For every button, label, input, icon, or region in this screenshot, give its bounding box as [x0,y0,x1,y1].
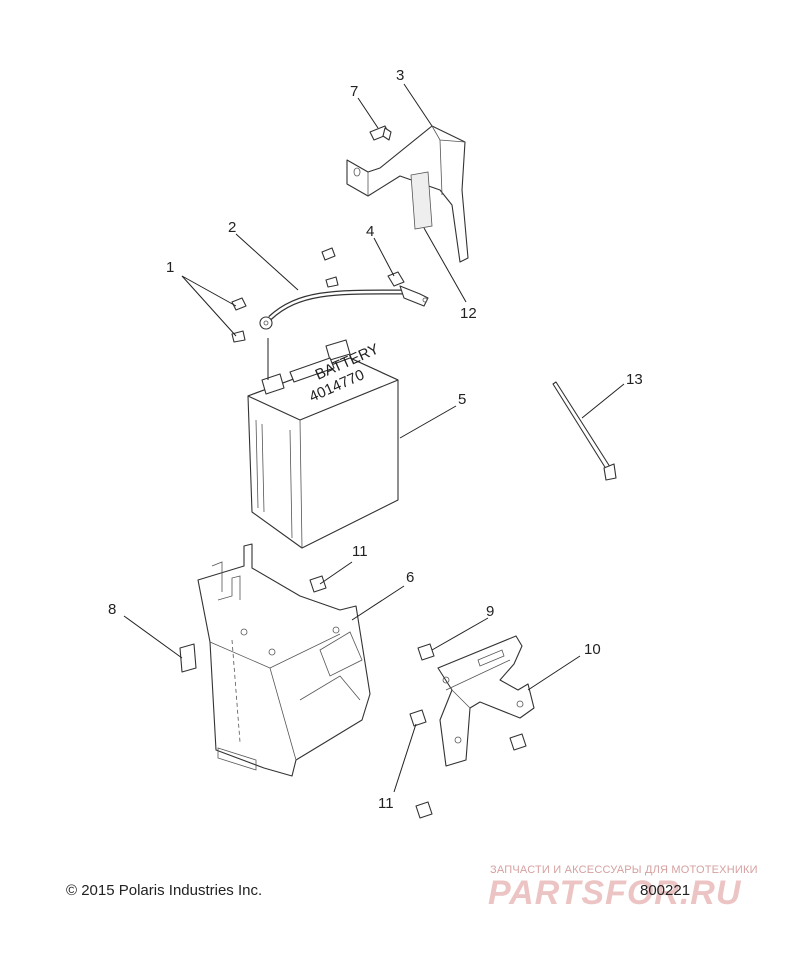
callout-13: 13 [626,371,643,388]
part-1-bolts [231,247,339,343]
callouts: 3 7 1 2 4 12 5 13 11 6 8 9 10 11 [108,67,643,812]
callout-11-upper: 11 [352,543,368,560]
part-12-pad [410,171,433,230]
callout-10: 10 [584,641,601,658]
part-5-battery: 4014770 BATTERY [247,339,399,549]
callout-11-lower: 11 [378,795,394,812]
watermark-text: ЗАПЧАСТИ И АКСЕССУАРЫ ДЛЯ МОТОТЕХНИКИ [490,864,758,876]
part-6-battery-box [197,543,371,777]
part-13-tie-strap [552,381,617,481]
part-10-bracket [437,635,535,767]
callout-6: 6 [406,569,414,586]
callout-4: 4 [366,223,374,240]
callout-2: 2 [228,219,236,236]
part-8-clip [179,643,197,673]
callout-8: 8 [108,601,116,618]
callout-9: 9 [486,603,494,620]
callout-7: 7 [350,83,358,100]
part-4-bolt [387,271,405,287]
watermark-logo: PARTSFOR.RU [488,874,742,912]
leader-lines [123,83,625,793]
part-11-lower-bolts [409,709,527,819]
part-9-bolt [417,643,435,661]
part-11-upper-bolt [309,575,327,593]
callout-1: 1 [166,259,174,276]
part-3-bracket [346,125,469,263]
copyright-text: © 2015 Polaris Industries Inc. [66,882,263,899]
drawing-number: 800221 [640,882,691,899]
part-7-bolt [369,125,392,141]
part-2-cable [259,285,429,330]
callout-12: 12 [460,305,477,322]
callout-3: 3 [396,67,404,84]
callout-5: 5 [458,391,466,408]
